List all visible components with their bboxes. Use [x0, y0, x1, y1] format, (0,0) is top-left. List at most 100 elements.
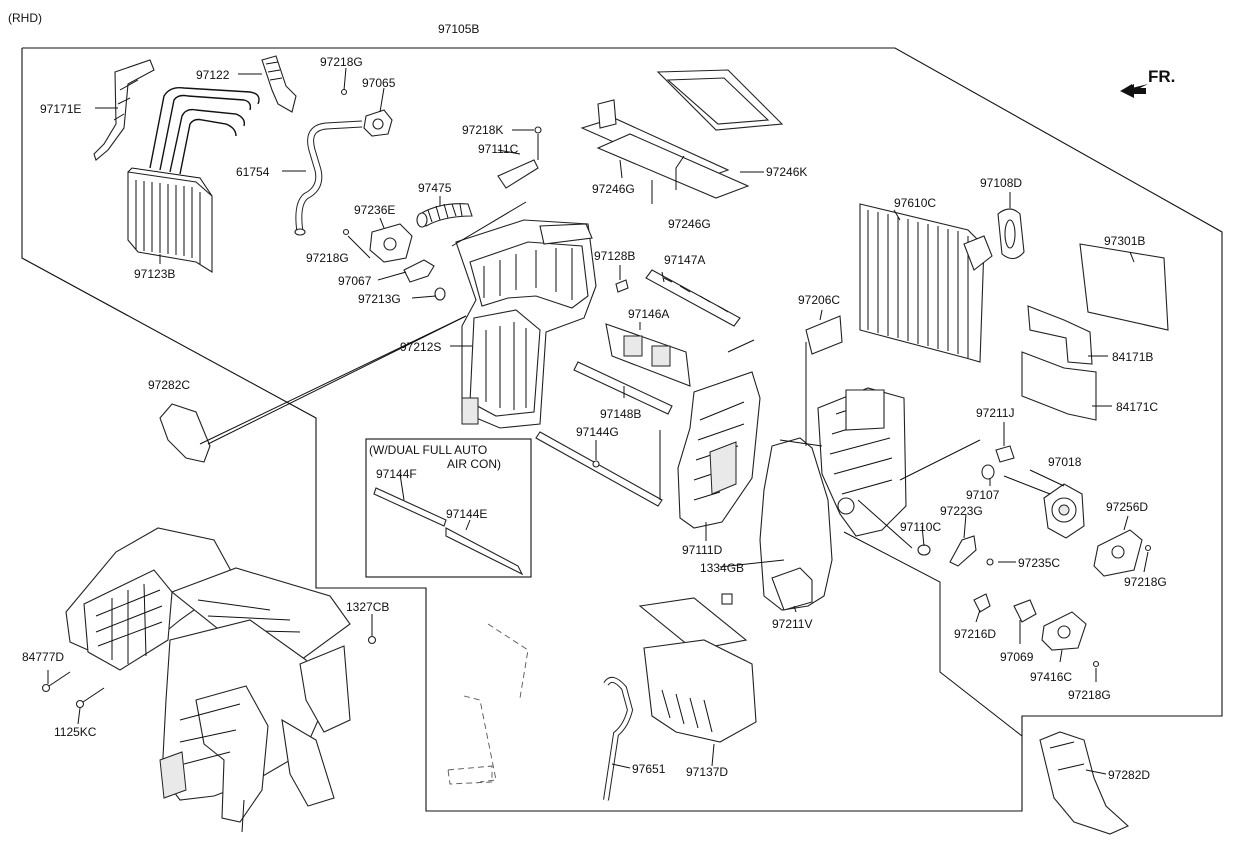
- label-97282c: 97282C: [148, 378, 190, 392]
- pad-84171c: [1021, 351, 1097, 421]
- duct-97282c: [159, 403, 211, 463]
- label-1334gb: 1334GB: [700, 561, 744, 575]
- label-97216d: 97216D: [954, 627, 996, 641]
- screw-97218k: [534, 126, 542, 134]
- clip-97128b: [615, 279, 629, 293]
- clip-97235c: [986, 558, 994, 566]
- label-97218g-b: 97218G: [306, 251, 349, 265]
- screw-97218g-a: [340, 88, 348, 96]
- label-97416c: 97416C: [1030, 670, 1072, 684]
- label-97218k: 97218K: [462, 123, 503, 137]
- actuator-97416c: [1041, 611, 1087, 651]
- label-97065: 97065: [362, 76, 396, 90]
- label-97211j: 97211J: [976, 406, 1014, 420]
- bolt-1125kc: [75, 687, 105, 709]
- bolt-84777d: [41, 671, 71, 693]
- lever-97069: [1013, 599, 1037, 623]
- assembly-frame: [21, 47, 1223, 812]
- case-lower-97137d: [638, 597, 757, 743]
- label-97206c: 97206C: [798, 293, 840, 307]
- drain-hose-61754: [294, 120, 363, 236]
- label-97212s: 97212S: [400, 340, 441, 354]
- case-right-97111d: [677, 371, 761, 529]
- label-97218g-c: 97218G: [1124, 575, 1167, 589]
- inset-box: [365, 438, 532, 578]
- label-97122: 97122: [196, 68, 230, 82]
- clip-97213g: [434, 287, 446, 301]
- seal-97107: [981, 464, 995, 480]
- leader-lines: [47, 67, 1149, 775]
- rail-97147a: [645, 269, 741, 327]
- label-97069: 97069: [1000, 650, 1034, 664]
- door-97144g: [535, 431, 663, 507]
- label-1327cb: 1327CB: [346, 600, 389, 614]
- door-97144e: [445, 527, 524, 576]
- cap-97110c: [917, 544, 931, 556]
- bracket-97206c: [805, 315, 843, 355]
- screw-97218g-b: [342, 228, 350, 236]
- screw-1327cb: [367, 635, 377, 645]
- label-97246k: 97246K: [766, 165, 807, 179]
- screw-97218g-c: [1144, 544, 1152, 552]
- assembly-label: 97105B: [438, 22, 479, 36]
- lever-97223g: [949, 535, 977, 567]
- label-97475: 97475: [418, 181, 452, 195]
- label-97144f: 97144F: [376, 467, 417, 481]
- clip-97216d: [973, 593, 991, 613]
- duct-hose-97475: [416, 203, 473, 228]
- screw-97218g-d: [1092, 660, 1100, 668]
- label-97213g: 97213G: [358, 292, 401, 306]
- label-97301b: 97301B: [1104, 234, 1145, 248]
- case-left-97212s: [455, 219, 597, 429]
- pad-84171b: [1027, 305, 1093, 365]
- pad-97301b: [1079, 243, 1169, 331]
- door-97146a: [605, 323, 691, 387]
- label-97110c: 97110C: [900, 520, 941, 534]
- evaporator-97610c: [859, 203, 993, 363]
- heater-pipes: [149, 86, 260, 175]
- hose-97122: [261, 55, 297, 113]
- label-97123b: 97123B: [134, 267, 175, 281]
- front-direction-label: FR.: [1148, 67, 1175, 86]
- label-97282d: 97282D: [1108, 768, 1150, 782]
- filter-seals-97246: [580, 69, 784, 199]
- label-97223g: 97223G: [940, 504, 983, 518]
- label-97218g-a: 97218G: [320, 55, 363, 69]
- label-84777d: 84777D: [22, 650, 64, 664]
- label-97067: 97067: [338, 274, 372, 288]
- label-97235c: 97235C: [1018, 556, 1060, 570]
- label-97236e: 97236E: [354, 203, 395, 217]
- bracket-97111c: [497, 159, 539, 189]
- label-84171b: 84171B: [1112, 350, 1153, 364]
- label-97610c: 97610C: [894, 196, 936, 210]
- label-97651: 97651: [632, 762, 666, 776]
- clip-97211j: [995, 445, 1015, 463]
- rhd-label: (RHD): [8, 11, 42, 25]
- label-97147a: 97147A: [664, 253, 705, 267]
- label-97111c: 97111C: [478, 142, 519, 156]
- label-84171c: 84171C: [1116, 400, 1158, 414]
- label-97108d: 97108D: [980, 176, 1022, 190]
- actuator-97236e: [369, 223, 413, 263]
- heater-core-97123b: [127, 167, 213, 273]
- label-61754: 61754: [236, 165, 270, 179]
- hvac-assembly-complete: [65, 527, 351, 833]
- label-97144e: 97144E: [446, 507, 487, 521]
- label-97246g-a: 97246G: [592, 182, 635, 196]
- label-97246g-b: 97246G: [668, 217, 711, 231]
- label-1125kc: 1125KC: [54, 725, 97, 739]
- label-97128b: 97128B: [594, 249, 635, 263]
- front-direction-arrow-icon: [1120, 84, 1148, 98]
- label-97148b: 97148B: [600, 407, 641, 421]
- duct-97282d: [1039, 731, 1129, 835]
- label-97218g-d: 97218G: [1068, 688, 1111, 702]
- case-97211v: [759, 387, 907, 611]
- label-97137d: 97137D: [686, 765, 728, 779]
- clip-1334gb: [721, 593, 733, 605]
- gasket-97108d: [997, 208, 1025, 260]
- label-97107: 97107: [966, 488, 1000, 502]
- inset-title-line2: AIR CON): [447, 457, 501, 471]
- bracket-97171e: [93, 59, 155, 161]
- blower-motor-97018: [1003, 475, 1085, 539]
- part-labels: 97171E 97122 97218G 97065 61754 97123B 9…: [22, 55, 1167, 782]
